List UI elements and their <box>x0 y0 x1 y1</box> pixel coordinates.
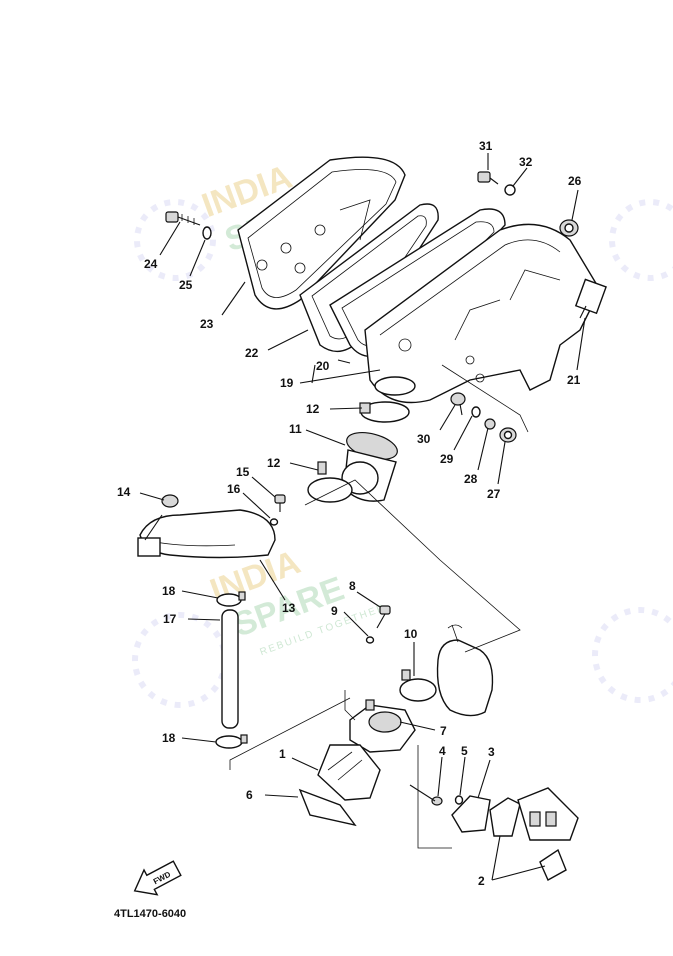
washer-5 <box>454 795 464 805</box>
callout-12-lower: 12 <box>267 456 281 470</box>
bolt-31 <box>477 171 499 185</box>
bolt-30 <box>450 392 466 416</box>
air-cleaner-case <box>364 223 607 404</box>
washer-9 <box>365 636 375 644</box>
clamp-12-lower <box>307 461 353 503</box>
callout-24: 24 <box>144 257 158 271</box>
callout-2: 2 <box>478 874 485 888</box>
callout-20: 20 <box>316 359 330 373</box>
clamp-18-upper <box>216 591 246 607</box>
reed-valve-1 <box>317 744 381 801</box>
callout-19: 19 <box>280 376 294 390</box>
callout-1: 1 <box>279 747 286 761</box>
callout-6: 6 <box>246 788 253 802</box>
washer-25 <box>202 226 212 240</box>
callout-13: 13 <box>282 601 296 615</box>
callout-14: 14 <box>117 485 131 499</box>
callout-29: 29 <box>440 452 454 466</box>
joint-19 <box>374 376 416 396</box>
bolt-15 <box>274 494 286 512</box>
washer-32 <box>504 184 516 196</box>
air-filter-joint-11 <box>341 431 398 502</box>
bolt-24 <box>165 211 201 226</box>
callout-26: 26 <box>568 174 582 188</box>
callout-7: 7 <box>440 724 447 738</box>
callout-15: 15 <box>236 465 250 479</box>
callout-12-upper: 12 <box>306 402 320 416</box>
reed-stopper-3 <box>451 795 491 833</box>
cap-14 <box>161 494 179 508</box>
callout-18-upper: 18 <box>162 584 176 598</box>
callout-17: 17 <box>163 612 177 626</box>
fwd-arrow-icon: FWD <box>133 860 182 896</box>
reed-block-2b <box>517 787 579 881</box>
callout-10: 10 <box>404 627 418 641</box>
gasket-6 <box>298 788 357 827</box>
callout-8: 8 <box>349 579 356 593</box>
callout-22: 22 <box>245 346 259 360</box>
callout-21: 21 <box>567 373 581 387</box>
washer-29 <box>471 406 481 418</box>
grommet-27 <box>499 427 517 443</box>
callout-32: 32 <box>519 155 533 169</box>
carburetor-outline <box>436 624 494 717</box>
sub-tank-13 <box>137 509 276 559</box>
callout-27: 27 <box>487 487 501 501</box>
callout-5: 5 <box>461 744 468 758</box>
clamp-10 <box>399 669 437 702</box>
intake-manifold-7 <box>349 699 416 753</box>
leader-lines <box>139 153 586 881</box>
callout-9: 9 <box>331 604 338 618</box>
callout-18-lower: 18 <box>162 731 176 745</box>
collar-28 <box>484 418 496 430</box>
reed-plate-2a <box>489 797 521 837</box>
grommet-26 <box>559 219 579 237</box>
bolt-8 <box>376 605 391 629</box>
washer-16 <box>269 518 279 526</box>
clamp-12-upper <box>359 401 410 423</box>
hose-17 <box>221 609 239 729</box>
callout-31: 31 <box>479 139 493 153</box>
drain-plug-21 <box>579 305 587 319</box>
air-cleaner-cover <box>237 156 406 310</box>
callout-16: 16 <box>227 482 241 496</box>
callout-11: 11 <box>289 422 302 436</box>
callout-labels: 1 2 3 4 5 6 7 8 9 10 11 12 12 13 14 15 1… <box>117 139 582 888</box>
diagram-code: 4TL1470-6040 <box>114 908 186 920</box>
callout-4: 4 <box>439 744 446 758</box>
callout-23: 23 <box>200 317 214 331</box>
clamp-18-lower <box>215 734 248 749</box>
callout-3: 3 <box>488 745 495 759</box>
callout-28: 28 <box>464 472 478 486</box>
callout-25: 25 <box>179 278 193 292</box>
screw-4 <box>431 796 443 806</box>
callout-30: 30 <box>417 432 431 446</box>
